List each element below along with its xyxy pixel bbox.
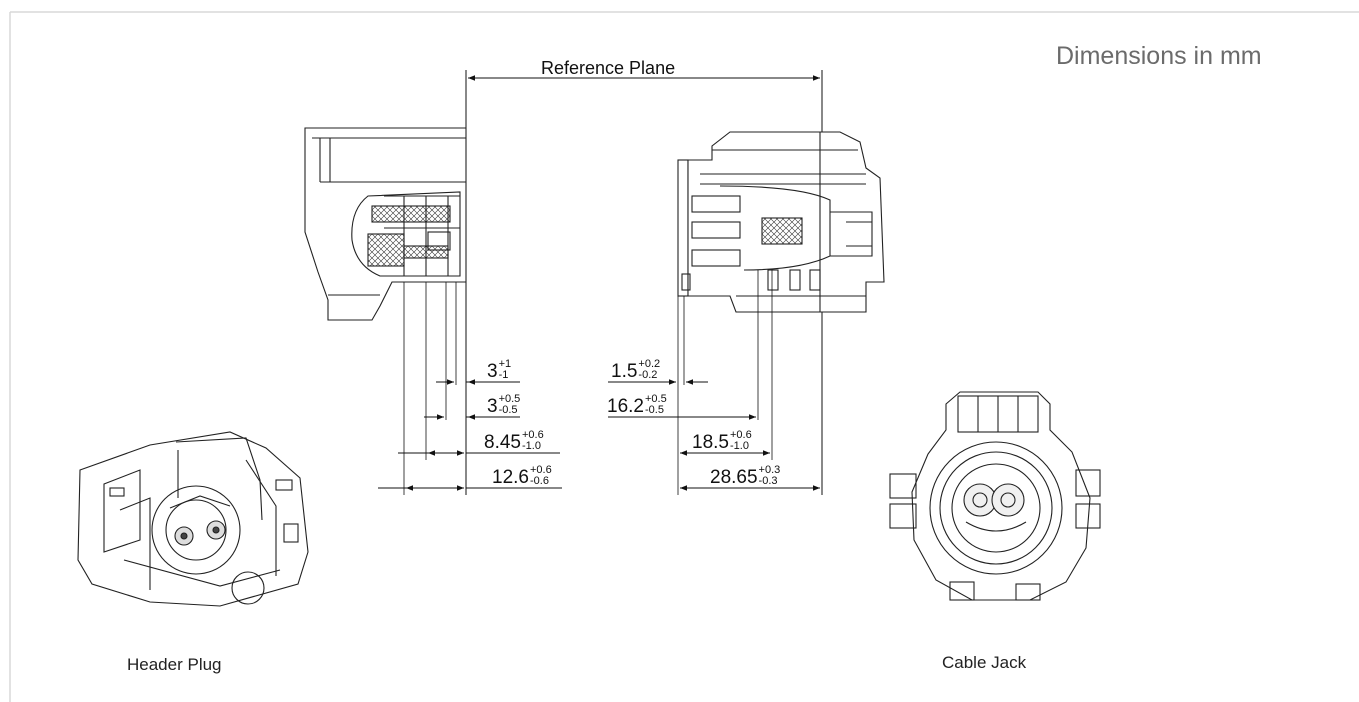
- caption-header-plug: Header Plug: [127, 655, 222, 674]
- dim-label: 1.5+0.2-0.2: [611, 358, 661, 383]
- header-plug-extension-lines: [403, 282, 457, 495]
- cable-jack-extension-lines: [677, 270, 773, 495]
- dim-label: 16.2+0.5-0.5: [607, 393, 667, 418]
- header-plug-3d-view: [77, 431, 309, 607]
- dim-label: 18.5+0.6-1.0: [692, 429, 752, 454]
- dim-label: 8.45+0.6-1.0: [484, 429, 544, 454]
- cable-jack-side-view: [677, 131, 885, 313]
- dim-label: 12.6+0.6-0.6: [492, 464, 552, 489]
- reference-plane-label: Reference Plane: [541, 58, 676, 78]
- units-note: Dimensions in mm: [1056, 42, 1262, 70]
- caption-cable-jack: Cable Jack: [942, 653, 1027, 672]
- header-plug-dimension-arrows: [378, 379, 562, 491]
- page-border: [9, 11, 1359, 702]
- dim-label: 3+1-1: [487, 358, 512, 383]
- header-plug-side-view: [304, 127, 467, 321]
- dim-label: 3+0.5-0.5: [487, 393, 521, 418]
- cable-jack-3d-view: [889, 391, 1101, 601]
- dim-label: 28.65+0.3-0.3: [710, 464, 781, 489]
- cable-jack-dimension-arrows: [608, 379, 820, 491]
